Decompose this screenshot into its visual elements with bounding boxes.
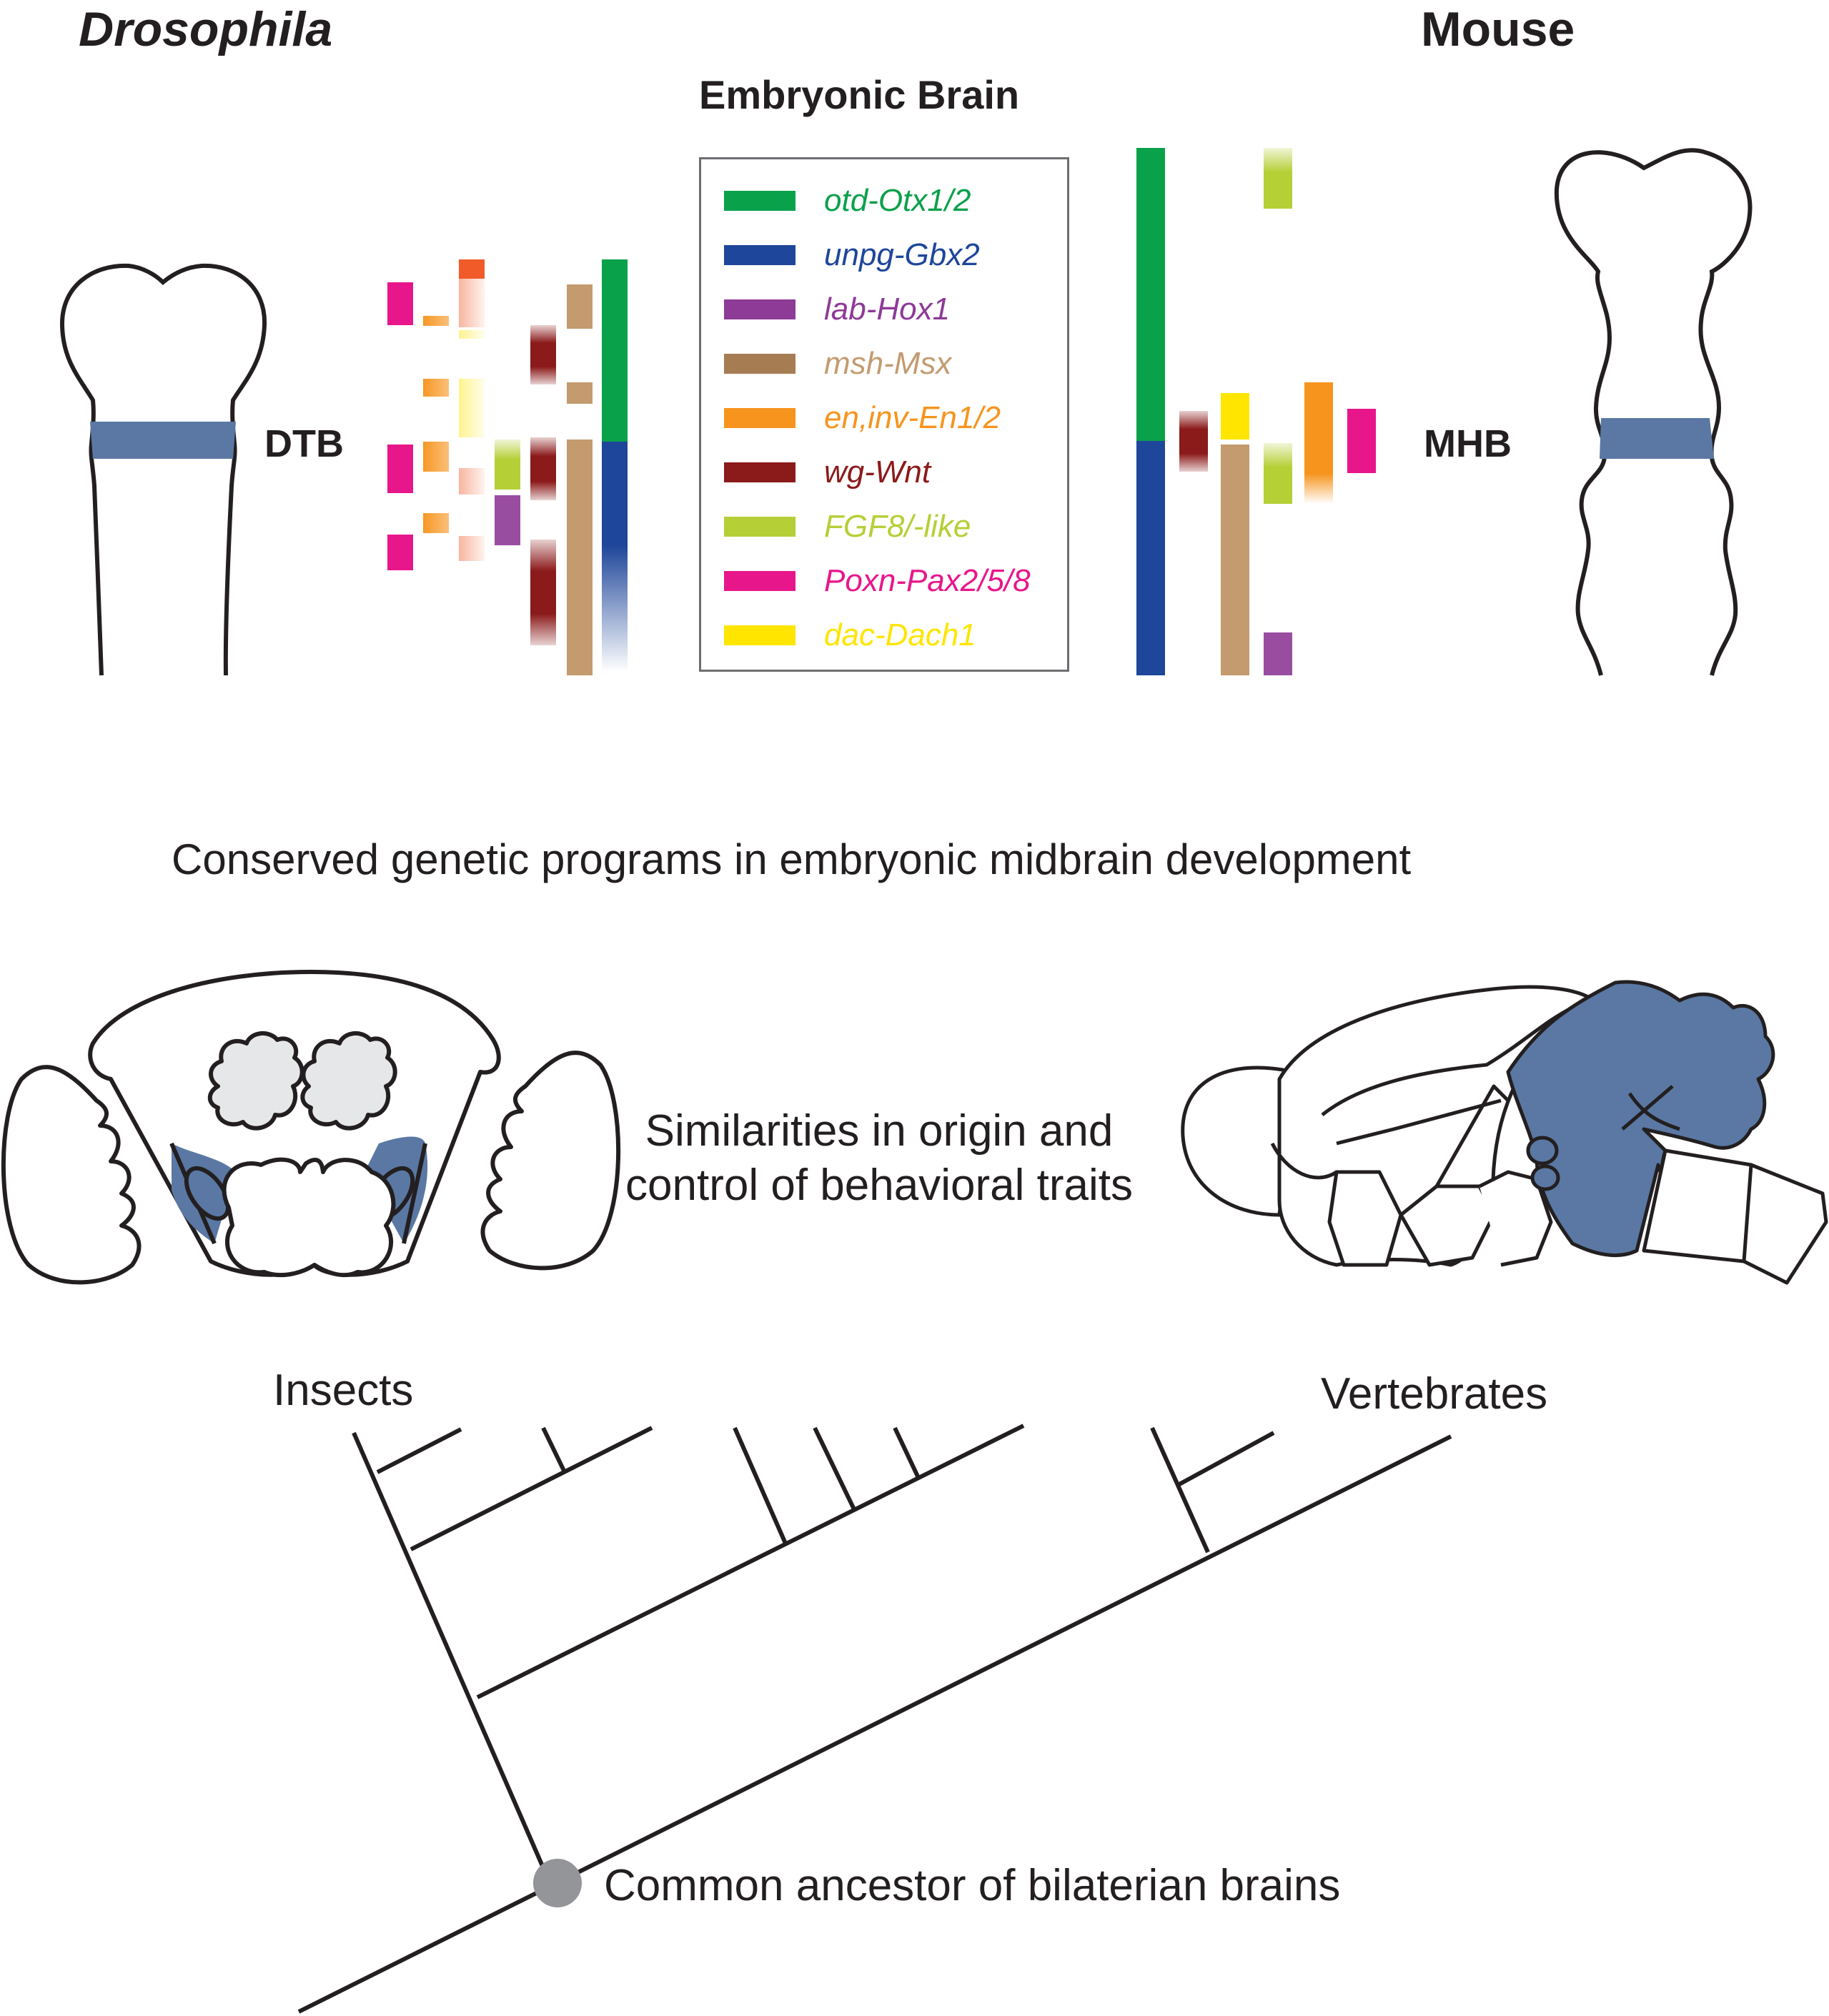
common-ancestor-node xyxy=(533,1859,582,1907)
mouse-embryo-outline xyxy=(1554,148,1753,676)
legend-item: otd-Otx1/2 xyxy=(724,179,971,222)
mouse-otx-bar xyxy=(1136,148,1165,441)
tree-vertebrate-branch xyxy=(1176,1431,1275,1487)
legend-item: msh-Msx xyxy=(724,342,951,385)
drosophila-expression-pattern xyxy=(386,259,628,675)
legend-label: otd-Otx1/2 xyxy=(824,183,971,218)
mouse-brain-pons xyxy=(1642,1148,1757,1263)
legend-swatch xyxy=(724,571,795,591)
mouse-brain-colliculus-lower xyxy=(1530,1164,1560,1191)
dtb-label: DTB xyxy=(264,422,344,465)
legend-item: FGF8/-like xyxy=(724,505,971,548)
fly-brain-left-optic-lobe xyxy=(1,1065,142,1285)
legend-swatch xyxy=(724,191,795,211)
drosophila-adult-brain xyxy=(1,970,621,1285)
conserved-programs-caption: Conserved genetic programs in embryonic … xyxy=(172,835,1412,883)
legend-label: Poxn-Pax2/5/8 xyxy=(824,563,1031,598)
mouse-dach-bar xyxy=(1221,393,1249,440)
right-species-title: Mouse xyxy=(1421,2,1575,56)
embryonic-brain-header: Embryonic Brain xyxy=(699,72,1020,117)
mhb-band xyxy=(1600,418,1714,459)
mouse-pax-bar xyxy=(1347,409,1376,473)
legend-item: en,inv-En1/2 xyxy=(724,397,1001,440)
tree-insect-subclade-1 xyxy=(376,1427,462,1474)
legend-swatch xyxy=(724,245,795,265)
dros-wg-bar-1 xyxy=(530,325,556,384)
legend-label: unpg-Gbx2 xyxy=(824,237,980,272)
tree-root-branch xyxy=(297,1434,1452,2014)
legend-label: msh-Msx xyxy=(824,346,952,381)
mouse-en-bar xyxy=(1304,382,1333,504)
left-species-title: Drosophila xyxy=(79,2,333,56)
tree-lophotrochozoa-branch xyxy=(476,1424,1025,1699)
legend-swatch xyxy=(724,625,795,645)
legend-item: unpg-Gbx2 xyxy=(724,234,980,277)
tree-insect-subclade-2 xyxy=(410,1426,653,1551)
dros-unpg-bar xyxy=(602,442,628,672)
tree-protostome-branch xyxy=(352,1431,549,1877)
mouse-msx-bar xyxy=(1221,445,1249,675)
similarities-line-1: Similarities in origin and xyxy=(645,1106,1114,1156)
dros-lab-bar xyxy=(495,495,520,545)
drosophila-embryo-outline xyxy=(59,263,267,676)
legend-swatch xyxy=(724,462,795,482)
dros-msh-bar-3 xyxy=(567,440,593,675)
mouse-brain-medulla xyxy=(1742,1163,1828,1285)
fly-brain-mushroom-right xyxy=(300,1031,397,1131)
mouse-fgf-bar-1 xyxy=(1264,148,1292,209)
legend-item: lab-Hox1 xyxy=(724,288,950,331)
fly-brain-right-optic-lobe xyxy=(480,1051,621,1271)
dros-msh-bar-2 xyxy=(567,382,593,404)
legend-swatch xyxy=(724,354,795,374)
legend-label: wg-Wnt xyxy=(824,455,931,490)
mouse-wnt-bar xyxy=(1179,411,1208,472)
mouse-adult-brain xyxy=(1181,980,1828,1285)
legend-swatch xyxy=(724,299,795,319)
similarities-line-2: control of behavioral traits xyxy=(625,1161,1133,1210)
mouse-brain-thalamus xyxy=(1327,1170,1403,1267)
insects-label: Insects xyxy=(273,1366,414,1415)
mouse-brain-olfactory-bulb xyxy=(1181,1066,1296,1217)
gene-legend: otd-Otx1/2 unpg-Gbx2 lab-Hox1 msh-Msx en… xyxy=(699,157,1069,672)
fly-brain-lobe-small-left xyxy=(184,1166,231,1221)
vertebrates-label: Vertebrates xyxy=(1321,1369,1548,1419)
legend-item: dac-Dach1 xyxy=(724,614,976,657)
legend-label: dac-Dach1 xyxy=(824,617,976,652)
mouse-hox-bar xyxy=(1264,632,1292,675)
fly-brain-lower-lobes xyxy=(222,1157,396,1278)
mouse-fgf-bar-2 xyxy=(1264,443,1292,504)
dros-wg-bar-2 xyxy=(530,437,556,500)
mouse-brain-midbrain-hindbrain xyxy=(1506,980,1775,1258)
phylogenetic-tree xyxy=(297,1424,1452,2014)
legend-label: FGF8/-like xyxy=(824,509,971,544)
legend-label: lab-Hox1 xyxy=(824,292,951,327)
mhb-label: MHB xyxy=(1424,422,1512,465)
mouse-gbx-bar xyxy=(1136,441,1165,675)
fly-brain-mushroom-left xyxy=(207,1031,304,1131)
common-ancestor-label: Common ancestor of bilaterian brains xyxy=(604,1861,1341,1910)
legend-swatch xyxy=(724,517,795,537)
dtb-band xyxy=(90,422,236,459)
legend-item: Poxn-Pax2/5/8 xyxy=(724,560,1031,602)
tree-deuterostome-branch xyxy=(1150,1426,1210,1554)
dros-otd-bar xyxy=(602,259,628,442)
legend-item: wg-Wnt xyxy=(724,451,931,494)
dros-wg-bar-3 xyxy=(530,540,556,645)
legend-label: en,inv-En1/2 xyxy=(824,400,1001,435)
legend-swatch xyxy=(724,408,795,428)
similarities-caption: Similarities in origin and control of be… xyxy=(586,1104,1172,1213)
mouse-expression-pattern xyxy=(1136,148,1376,675)
dros-msh-bar-1 xyxy=(567,284,593,329)
dros-fgf-bar xyxy=(495,440,520,490)
mouse-brain-colliculus-upper xyxy=(1526,1136,1559,1166)
